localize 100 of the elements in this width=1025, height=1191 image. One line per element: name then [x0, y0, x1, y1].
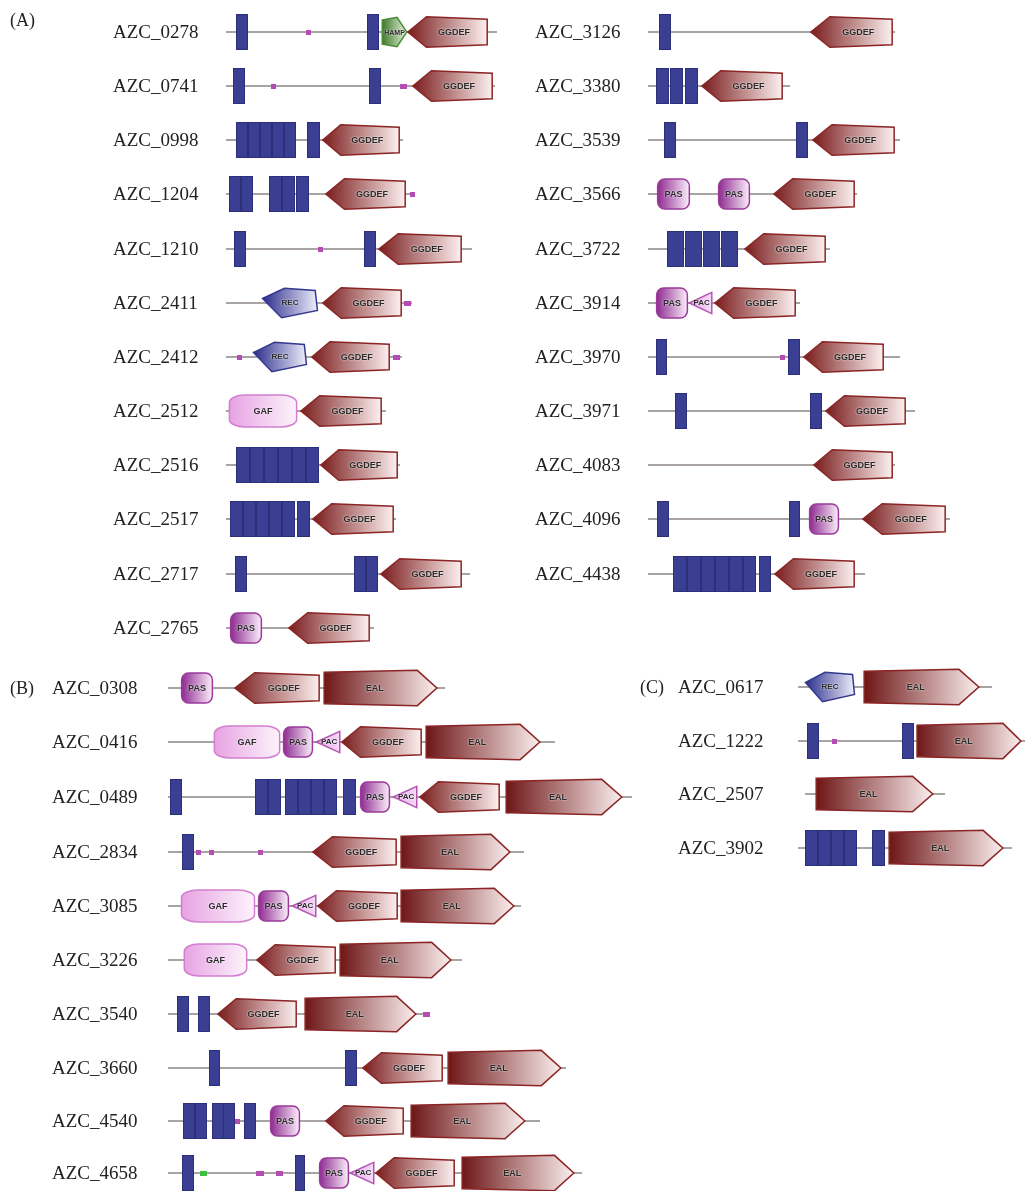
domain-label: EAL: [954, 736, 974, 746]
protein-name: AZC_3914: [535, 293, 621, 312]
ggdef-domain: [217, 998, 297, 1030]
protein-name: AZC_4096: [535, 509, 621, 528]
ggdef-domain: [810, 16, 893, 48]
gaf-domain: [183, 943, 248, 977]
domain-label: REC: [271, 353, 289, 361]
domain-label: PAS: [264, 901, 283, 911]
protein-name: AZC_3566: [535, 184, 621, 203]
domain-label: GGDEF: [410, 569, 444, 579]
protein-name: AZC_3540: [52, 1004, 138, 1023]
domain-label: GGDEF: [409, 244, 443, 254]
ggdef-domain: [325, 1105, 404, 1137]
protein-name: AZC_0741: [113, 76, 199, 95]
domain-label: GAF: [237, 737, 257, 747]
ggdef-domain: [412, 70, 493, 102]
domain-label: EAL: [468, 737, 488, 747]
protein-name: AZC_3902: [678, 838, 764, 857]
domain-label: GGDEF: [841, 27, 875, 37]
domain-label: GGDEF: [893, 514, 927, 524]
pas-domain: [809, 503, 839, 535]
pas-domain: [270, 1105, 300, 1137]
domain-label: PAC: [397, 793, 415, 801]
domain-label: GGDEF: [354, 189, 388, 199]
domain-label: GGDEF: [346, 901, 380, 911]
rec-domain: [805, 672, 855, 702]
eal-domain: [505, 779, 623, 815]
eal-domain: [400, 888, 515, 924]
eal-domain: [461, 1155, 575, 1191]
protein-name: AZC_0278: [113, 22, 199, 41]
protein-name: AZC_0998: [113, 130, 199, 149]
ggdef-domain: [311, 341, 390, 373]
domain-label: GGDEF: [266, 683, 300, 693]
protein-name: AZC_1204: [113, 184, 199, 203]
ggdef-domain: [862, 503, 946, 535]
ggdef-domain: [300, 395, 382, 427]
domain-label: EAL: [453, 1116, 473, 1126]
domain-label: GGDEF: [731, 81, 765, 91]
ggdef-domain: [774, 558, 855, 590]
pas-domain: [230, 612, 262, 644]
pas-domain: [283, 726, 313, 758]
domain-label: REC: [281, 299, 299, 307]
panel-label: (A): [10, 11, 35, 29]
protein-name: AZC_3971: [535, 401, 621, 420]
ggdef-domain: [288, 612, 370, 644]
ggdef-domain: [812, 124, 895, 156]
domain-label: GGDEF: [351, 298, 385, 308]
domain-label: GGDEF: [843, 135, 877, 145]
eal-domain: [447, 1050, 562, 1086]
protein-name: AZC_3660: [52, 1058, 138, 1077]
domain-label: GAF: [208, 901, 228, 911]
ggdef-domain: [378, 233, 462, 265]
panel-label: (C): [640, 678, 664, 696]
pac-domain: [316, 731, 340, 753]
ggdef-domain: [825, 395, 906, 427]
protein-name: AZC_3970: [535, 347, 621, 366]
protein-name: AZC_3085: [52, 896, 138, 915]
pas-domain: [656, 287, 688, 319]
eal-domain: [400, 834, 511, 870]
domain-label: GAF: [206, 955, 225, 965]
domain-label: GGDEF: [285, 955, 319, 965]
gaf-domain: [213, 725, 281, 759]
ggdef-domain: [701, 70, 783, 102]
protein-name: AZC_3126: [535, 22, 621, 41]
eal-domain: [916, 723, 1022, 759]
pac-domain: [292, 895, 316, 917]
rec-domain: [253, 342, 307, 372]
eal-domain: [323, 670, 438, 706]
ggdef-domain: [325, 178, 406, 210]
domain-label: EAL: [345, 1009, 365, 1019]
ggdef-domain: [744, 233, 826, 265]
protein-name: AZC_2834: [52, 842, 138, 861]
domain-label: EAL: [440, 847, 460, 857]
domain-label: GGDEF: [339, 352, 373, 362]
domain-label: EAL: [931, 843, 951, 853]
domain-label: PAS: [366, 792, 384, 802]
ggdef-domain: [362, 1052, 443, 1084]
ggdef-domain: [813, 449, 893, 481]
protein-name: AZC_4083: [535, 455, 621, 474]
domain-label: EAL: [442, 901, 462, 911]
domain-label: GGDEF: [404, 1168, 438, 1178]
protein-name: AZC_2717: [113, 564, 199, 583]
protein-name: AZC_2507: [678, 784, 764, 803]
protein-name: AZC_4658: [52, 1163, 138, 1182]
protein-name: AZC_2512: [113, 401, 199, 420]
domain-label: PAS: [289, 737, 307, 747]
pac-domain: [350, 1162, 374, 1184]
domain-label: GGDEF: [441, 81, 475, 91]
domain-label: PAS: [237, 623, 255, 633]
ggdef-domain: [380, 558, 462, 590]
domain-label: REC: [821, 683, 839, 691]
pas-domain: [258, 890, 289, 922]
domain-label: EAL: [489, 1063, 509, 1073]
eal-domain: [304, 996, 417, 1032]
pas-domain: [360, 781, 390, 813]
ggdef-domain: [322, 287, 402, 319]
protein-name: AZC_0308: [52, 678, 138, 697]
domain-label: PAC: [320, 738, 338, 746]
protein-name: AZC_3226: [52, 950, 138, 969]
domain-label: GGDEF: [842, 460, 876, 470]
